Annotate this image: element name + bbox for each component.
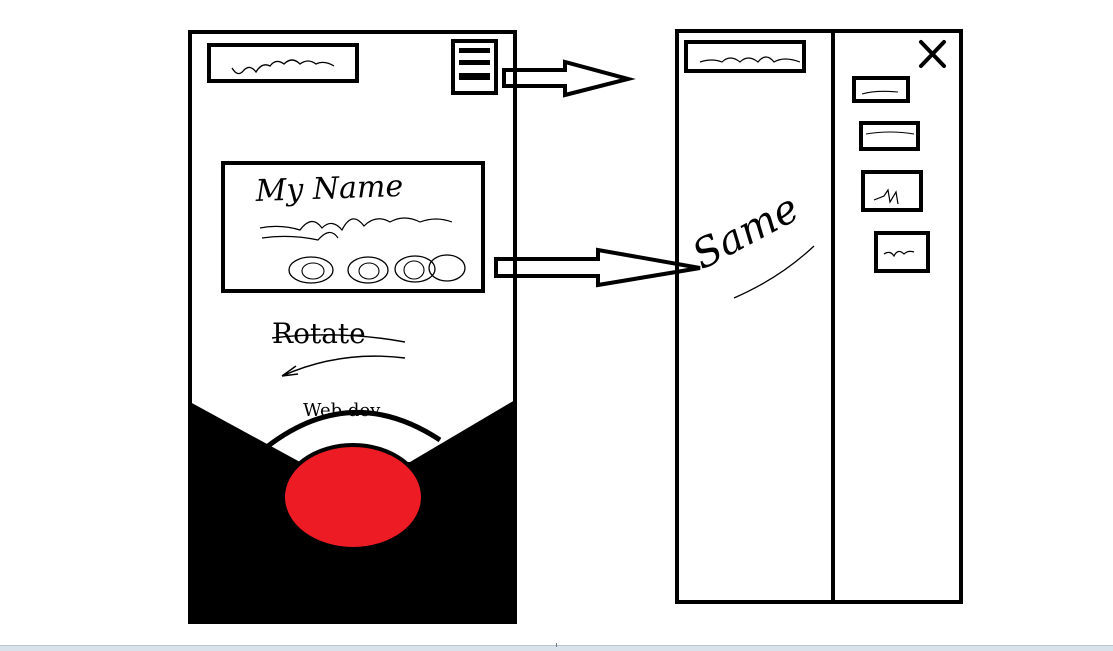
window-status-bar	[0, 643, 1113, 651]
sidebar-menu-item[interactable]	[874, 231, 930, 273]
rotate-annotation: Rotate	[271, 317, 406, 377]
social-icons	[288, 254, 466, 284]
sidebar-menu-item[interactable]	[852, 76, 910, 103]
sidebar-menu	[852, 76, 930, 273]
my-name-label: My Name	[254, 169, 404, 209]
arrow-card-to-same	[494, 247, 701, 288]
mobile-mockup: My Name	[188, 30, 517, 624]
profile-card: My Name	[221, 161, 485, 293]
sidebar-menu-item[interactable]	[859, 121, 920, 151]
footer-graphic: Web dev	[190, 400, 515, 622]
social-circle-icon[interactable]	[347, 256, 389, 284]
menu-open-mockup: Same	[675, 29, 963, 604]
red-circle-button[interactable]	[281, 443, 425, 551]
hamburger-menu-icon[interactable]	[451, 39, 498, 95]
web-dev-label: Web dev	[303, 400, 381, 421]
arrow-menu-to-sidebar	[502, 59, 636, 98]
logo-scribble	[699, 56, 801, 63]
social-circle-icon[interactable]	[288, 256, 334, 284]
same-annotation: Same	[685, 185, 815, 299]
rotate-arrow-icon	[281, 355, 406, 377]
logo-scribble	[231, 59, 335, 75]
social-circle-icon[interactable]	[394, 255, 436, 283]
close-x-icon[interactable]	[919, 40, 946, 68]
rotate-label: Rotate	[272, 317, 366, 350]
sidebar-menu-item[interactable]	[861, 170, 923, 212]
status-bar-marker	[556, 643, 557, 647]
header-logo-box[interactable]	[207, 43, 359, 83]
social-circle-icon[interactable]	[428, 254, 466, 282]
header-logo-box[interactable]	[684, 40, 806, 73]
same-label: Same	[685, 185, 806, 279]
arc-graphic	[266, 409, 442, 448]
subtitle-scribble	[259, 217, 453, 241]
phone-frame-open	[675, 29, 963, 604]
